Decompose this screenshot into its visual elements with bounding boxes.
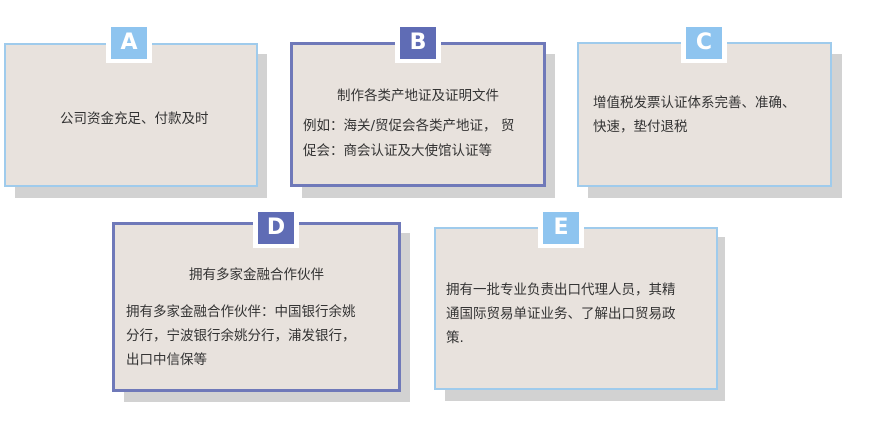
card-e-letter-badge: E xyxy=(543,212,579,244)
card-e-line-2: 通国际贸易单证业务、了解出口贸易政 xyxy=(446,306,676,322)
card-c-line-1: 增值税发票认证体系完善、准确、 xyxy=(593,95,796,111)
card-a-letter-badge: A xyxy=(111,27,147,59)
card-e-line-3: 策. xyxy=(446,330,464,346)
card-a-line-1: 公司资金充足、付款及时 xyxy=(60,111,209,127)
card-d-title: 拥有多家金融合作伙伴 xyxy=(189,267,324,283)
card-d xyxy=(112,222,401,392)
card-d-line-1: 拥有多家金融合作伙伴：中国银行余姚 xyxy=(126,304,356,320)
card-d-line-3: 出口中信保等 xyxy=(126,352,207,368)
card-a xyxy=(4,43,258,187)
card-e-line-1: 拥有一批专业负责出口代理人员，其精 xyxy=(446,282,676,298)
card-e xyxy=(434,227,718,390)
card-d-line-2: 分行，宁波银行余姚分行，浦发银行， xyxy=(126,328,356,344)
card-d-letter-badge: D xyxy=(258,212,294,244)
card-b-line-2: 促会：商会认证及大使馆认证等 xyxy=(303,143,492,159)
card-b-title: 制作各类产地证及证明文件 xyxy=(337,88,499,104)
card-c-line-2: 快速，垫付退税 xyxy=(593,119,688,135)
card-c-letter-badge: C xyxy=(686,27,722,59)
card-b-letter-badge: B xyxy=(400,27,436,59)
card-b-line-1: 例如：海关/贸促会各类产地证， 贸 xyxy=(303,118,515,134)
card-c xyxy=(577,42,832,187)
